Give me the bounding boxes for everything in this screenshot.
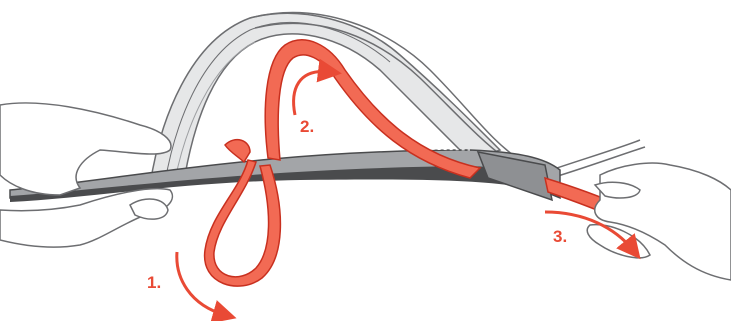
right-hand [587,163,731,280]
step-1-label: 1. [147,273,161,292]
main-band [10,149,560,202]
step-2-label: 2. [300,117,314,136]
strap-fold [225,140,250,162]
arrow-step-2 [294,72,330,115]
arrow-step-1 [177,252,225,315]
step-3-label: 3. [553,227,567,246]
